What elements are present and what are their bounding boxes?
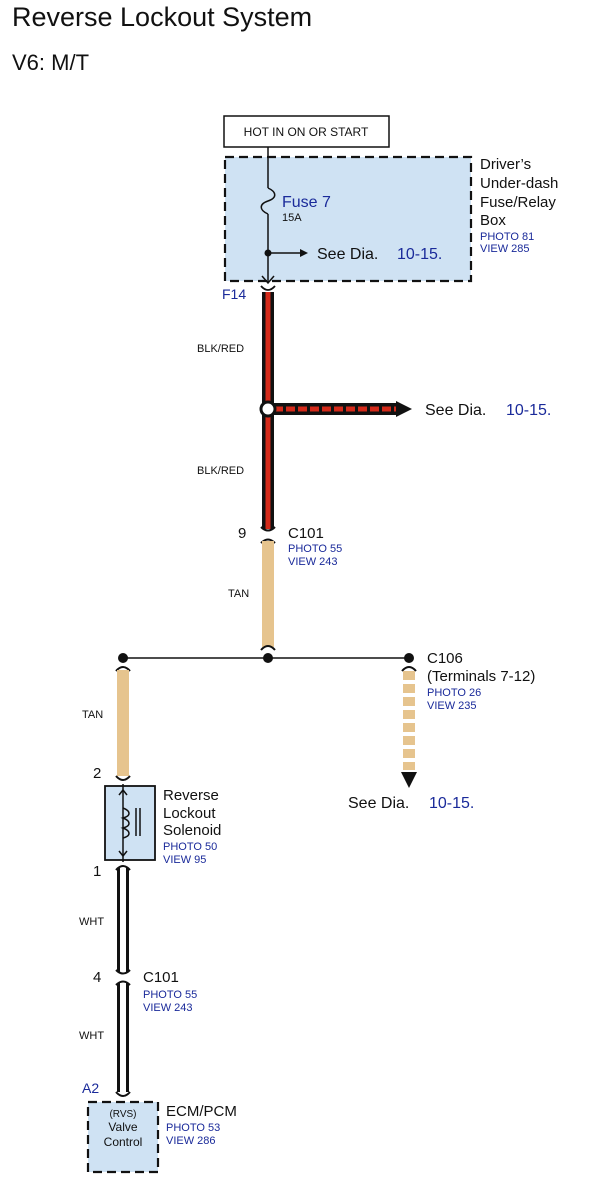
solenoid-photo: PHOTO 50 [163,841,217,853]
ecm-box [86,1100,160,1174]
wire-label-wht-2: WHT [79,1030,104,1042]
connector-c106: C106 (Terminals 7-12) PHOTO 26 VIEW 235 … [348,650,535,812]
c106-arrow-icon [401,772,417,788]
power-source: HOT IN ON OR START [223,115,390,148]
junction-dot-left [118,653,128,663]
wire-wht-upper-inner [120,868,126,972]
c101-upper-name: C101 [288,525,324,542]
c101-lower-name: C101 [143,969,179,986]
c106-terminals: (Terminals 7-12) [427,668,535,685]
solenoid-top-connector-icon [115,775,131,781]
power-source-box [223,115,390,148]
c101-upper-top-icon [260,526,276,532]
ecm-pcm: A2 (RVS) Valve Control ECM/PCM PHOTO 53 … [82,1080,237,1174]
fuse-see-ref: 10-15. [397,246,442,263]
wire-label-blk-red-2: BLK/RED [197,465,244,477]
c101-lower-view: VIEW 243 [143,1002,193,1014]
fuse-box-name-1: Driver’s [480,156,531,173]
page-title: Reverse Lockout System [12,2,313,32]
branch-see-text: See Dia. [425,402,486,419]
solenoid-view: VIEW 95 [163,854,206,866]
c101-upper-photo: PHOTO 55 [288,543,342,555]
wire-wht-lower-inner [120,983,126,1092]
wire-label-wht-1: WHT [79,916,104,928]
wire-label-tan-2: TAN [82,709,103,721]
junction-dot-center [263,653,273,663]
solenoid-arrow-down-icon [118,850,128,858]
fuse-box-name-3: Fuse/Relay [480,194,556,211]
fuse-terminal-arrow-icon [261,275,275,285]
page-subtitle: V6: M/T [12,50,90,75]
c106-see-text: See Dia. [348,795,409,812]
solenoid-name-3: Solenoid [163,822,221,839]
fuse-box-view: VIEW 285 [480,243,530,255]
fuse-box-name-4: Box [480,212,506,229]
ecm-connector-icon [115,1091,131,1097]
connector-c101-lower: 4 C101 PHOTO 55 VIEW 243 [93,969,197,1014]
fuse-box-name-2: Under-dash [480,175,558,192]
terminal-f14: F14 [222,286,246,302]
splice-point-icon [259,400,277,418]
c101-upper-view: VIEW 243 [288,556,338,568]
solenoid-pin-top: 2 [93,765,101,782]
fuse-symbol-icon [260,187,276,215]
c101-lower-top-icon [115,969,131,975]
splice-branch: See Dia. 10-15. [259,400,551,419]
fuse-rating: 15A [282,212,302,224]
wire-tan-lower [117,670,129,776]
c106-see-ref: 10-15. [429,795,474,812]
c106-name: C106 [427,650,463,667]
ecm-view: VIEW 286 [166,1135,216,1147]
junction-connector-icon [260,645,276,651]
terminal-a2: A2 [82,1080,99,1096]
branch-see-ref: 10-15. [506,402,551,419]
reverse-lockout-solenoid: 2 Reverse Lockout Solenoid PHOTO 50 VIEW… [93,765,221,880]
connector-c101-upper: 9 C101 PHOTO 55 VIEW 243 [238,525,342,568]
wire-label-blk-red-1: BLK/RED [197,343,244,355]
c106-photo: PHOTO 26 [427,687,481,699]
solenoid-arrow-up-icon [118,788,128,796]
ecm-inner-3: Control [104,1135,143,1149]
solenoid-pin-bottom: 1 [93,863,101,880]
junction-right-connector-icon [401,666,417,672]
junction-left-connector-icon [115,666,131,672]
power-source-label: HOT IN ON OR START [244,125,369,139]
wire-label-tan-1: TAN [228,588,249,600]
solenoid-coil-icon [120,807,130,839]
c101-lower-pin: 4 [93,969,101,986]
fuse-see-text: See Dia. [317,246,378,263]
solenoid-box [104,785,156,861]
branch-arrow-icon [396,401,412,417]
ecm-inner-2: Valve [108,1120,137,1134]
fuse-box: Fuse 7 15A See Dia. 10-15. Driver’s Unde… [223,147,558,285]
connector-f14-icon [260,285,276,291]
solenoid-name-1: Reverse [163,787,219,804]
ecm-inner-1: (RVS) [109,1109,136,1120]
c101-upper-pin: 9 [238,525,246,542]
fuse-box-outline [223,155,473,283]
wire-tan-upper [262,541,274,647]
ecm-photo: PHOTO 53 [166,1122,220,1134]
fuse-label: Fuse 7 [282,194,331,211]
ecm-name: ECM/PCM [166,1103,237,1120]
junction-dot-right [404,653,414,663]
c106-view: VIEW 235 [427,700,477,712]
solenoid-name-2: Lockout [163,805,216,822]
fuse-box-photo: PHOTO 81 [480,231,534,243]
c101-lower-photo: PHOTO 55 [143,989,197,1001]
